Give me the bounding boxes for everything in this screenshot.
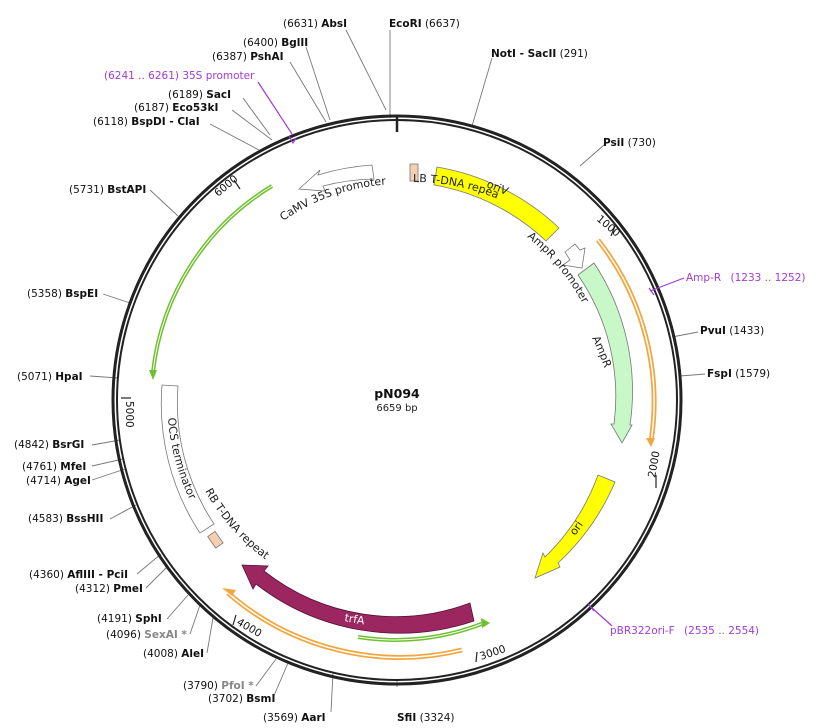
site-SfiI[interactable]: SfiI (3324) [397,712,455,724]
site-FspI[interactable]: FspI (1579) [707,368,770,380]
orange-arc-bottom [222,588,463,660]
site-BsrGI[interactable]: (4842) BsrGI [14,439,84,451]
site-SphI[interactable]: (4191) SphI [97,613,162,625]
tick-label-2000: 2000 [646,450,662,478]
site-SexAI[interactable]: (4096) SexAI * [106,629,187,641]
RB-T-DNA-repeat-feature[interactable] [207,530,224,549]
primer-markers [257,81,685,627]
site-MfeI[interactable]: (4761) MfeI [22,461,86,473]
svg-text:trfA: trfA [343,611,365,627]
site-HpaI[interactable]: (5071) HpaI [17,371,83,383]
green-arc-bottom [357,618,490,642]
site-BssHII[interactable]: (4583) BssHII [28,513,103,525]
ori-feature[interactable] [534,474,616,579]
tick-label-5000: 5000 [123,401,135,428]
site-BsmI[interactable]: (3702) BsmI [208,693,275,705]
site-Eco53kI[interactable]: (6187) Eco53kI [134,102,218,114]
oriV-feature[interactable] [433,166,560,242]
site-PvuI[interactable]: PvuI (1433) [700,325,764,337]
site-AgeI[interactable]: (4714) AgeI [26,475,91,487]
site-BspDI-ClaI[interactable]: (6118) BspDI - ClaI [93,116,200,128]
site-AflIII-PciI[interactable]: (4360) AflIII - PciI [29,569,128,581]
LB-T-DNA-repeat-label: LB T-DNA repeat [0,0,501,201]
site-AleI[interactable]: (4008) AleI [143,648,204,660]
primer-pBR322ori-F-label[interactable]: pBR322ori-F (2535 .. 2554) [610,625,759,637]
site-PfoI[interactable]: (3790) PfoI * [183,680,254,692]
svg-text:LB T-DNA repeat: LB T-DNA repeat [0,0,501,201]
trfA-label: trfA [343,611,365,627]
restriction-site-labels: (6631) AbsI EcoRI (6637) (6400) BglII (6… [14,18,770,724]
primer-35S-promoter-label[interactable]: (6241 .. 6261) 35S promoter [104,70,255,82]
AmpR-promoter-feature[interactable] [561,243,586,269]
site-AbsI[interactable]: (6631) AbsI [283,18,347,30]
site-BglII[interactable]: (6400) BglII [243,37,308,49]
LB-T-DNA-repeat-feature[interactable] [409,163,419,182]
site-PmeI[interactable]: (4312) PmeI [75,583,143,595]
trfA-feature[interactable] [241,564,475,634]
site-BspEI[interactable]: (5358) BspEI [27,288,98,300]
CaMV-35S-promoter-feature[interactable] [298,164,375,192]
plasmid-name: pN094 [374,386,420,401]
plasmid-backbone [111,114,683,686]
AmpR-feature[interactable] [577,262,633,444]
site-NotI-SacII[interactable]: NotI - SacII (291) [491,48,588,60]
site-BstAPI[interactable]: (5731) BstAPI [69,184,146,196]
orange-arc-top [596,238,657,447]
position-ticks [121,179,657,663]
site-leaders [89,29,706,713]
site-PshAI[interactable]: (6387) PshAI [212,51,284,63]
green-arc-left [149,184,274,380]
plasmid-size: 6659 bp [376,403,417,414]
site-AarI[interactable]: (3569) AarI [263,712,326,724]
site-PsiI[interactable]: PsiI (730) [603,137,656,149]
site-SacI[interactable]: (6189) SacI [168,89,231,101]
OCS-terminator-feature[interactable] [160,384,215,534]
site-EcoRI[interactable]: EcoRI (6637) [389,18,460,30]
primer-Amp-R-label[interactable]: Amp-R (1233 .. 1252) [686,272,806,284]
